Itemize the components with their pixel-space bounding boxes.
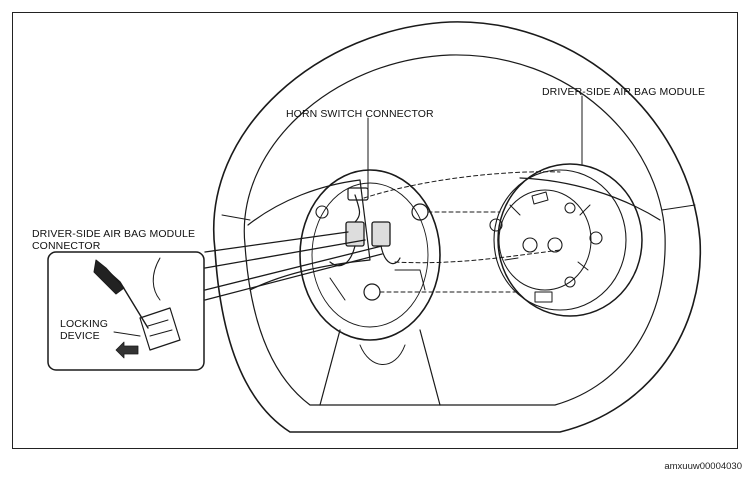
- airbag-bolt-bottom: [564, 276, 576, 288]
- connector-inset-box: [47, 251, 205, 371]
- airbag-module-back: [497, 163, 643, 317]
- wheel-rim-outer: [212, 21, 702, 433]
- airbag-connector-1: [371, 221, 391, 247]
- rim-seam-right: [661, 204, 696, 211]
- leader-airbag-connector: [204, 231, 383, 301]
- leader-locking-device: [113, 331, 141, 337]
- airbag-terminal-1: [522, 237, 538, 253]
- airbag-clip-bottom: [534, 291, 553, 303]
- inset-connector: [139, 307, 181, 351]
- direction-arrow: [115, 341, 139, 359]
- hub-bracket: [329, 269, 426, 301]
- airbag-connector-label-line1: DRIVER-SIDE AIR BAG MODULE: [32, 228, 196, 240]
- airbag-connector-label-line2: CONNECTOR: [32, 240, 101, 252]
- spoke-bottom-detail: [359, 344, 406, 365]
- locking-device-label-line1: LOCKING: [60, 318, 108, 330]
- rim-seam-left: [221, 214, 251, 221]
- spoke-right: [519, 177, 661, 221]
- airbag-module-face: [493, 169, 627, 311]
- locking-device-label-line2: DEVICE: [60, 330, 100, 342]
- airbag-bolt-left: [489, 218, 503, 232]
- alignment-dash-3: [394, 249, 561, 264]
- airbag-clip-top: [531, 191, 549, 205]
- airbag-module-inner: [498, 189, 592, 291]
- inset-cable: [152, 257, 161, 301]
- hub-bolt-bottom: [363, 283, 381, 301]
- airbag-bolt-top: [564, 202, 576, 214]
- hub-cavity-inner: [311, 182, 429, 328]
- hub-bolt-left: [315, 205, 329, 219]
- spoke-bottom: [319, 329, 441, 406]
- top-connector: [347, 187, 369, 201]
- screwdriver-handle: [93, 259, 125, 295]
- figure-id: amxuuw00004030: [664, 461, 742, 472]
- wheel-rim-inner: [243, 54, 666, 406]
- airbag-terminal-2: [547, 237, 563, 253]
- horn-switch-connector-label: HORN SWITCH CONNECTOR: [286, 108, 434, 120]
- hub-cavity: [299, 169, 441, 341]
- spoke-left: [247, 179, 371, 291]
- inset-connector-detail: [147, 319, 173, 337]
- airbag-bolt-right: [589, 231, 603, 245]
- airbag-module-label: DRIVER-SIDE AIR BAG MODULE: [542, 86, 706, 98]
- airbag-ribs: [504, 204, 591, 271]
